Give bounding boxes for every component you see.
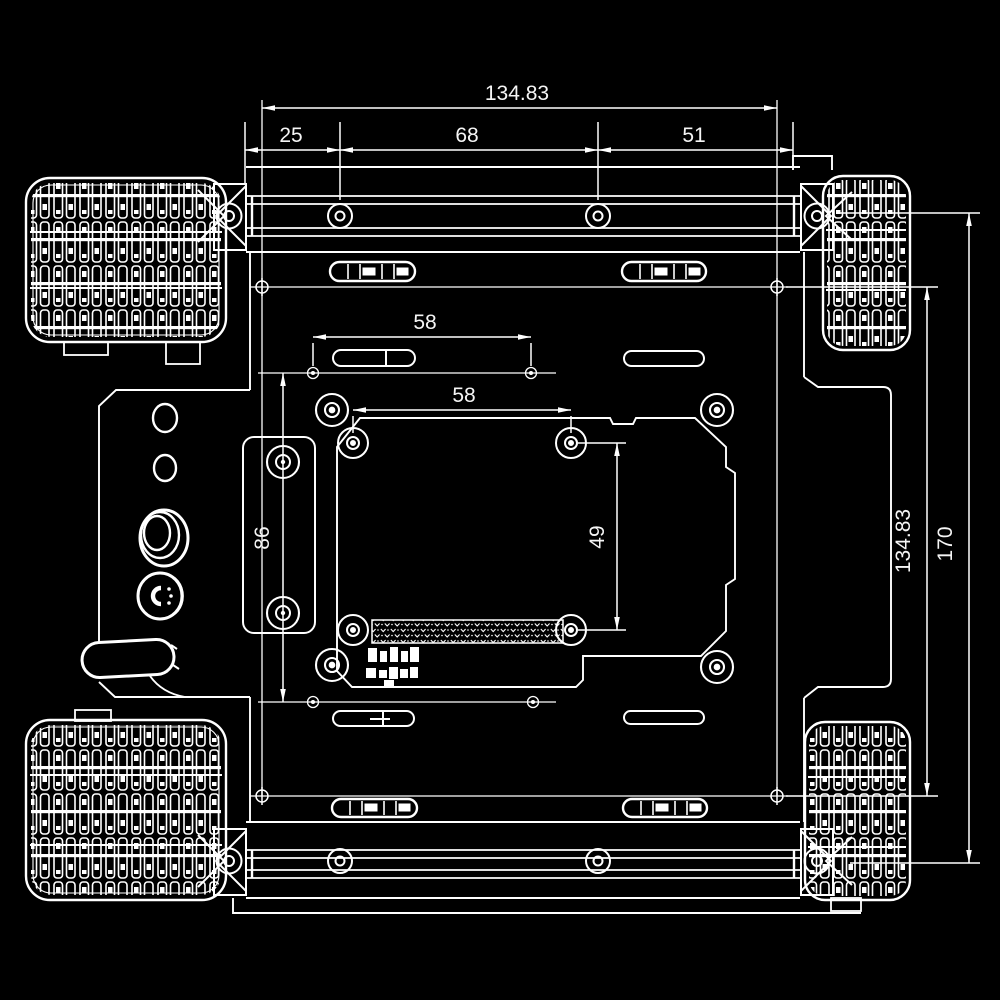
controller-plate-outline	[336, 417, 736, 688]
wing-hole-small-2	[152, 453, 178, 483]
dim-label-top-total: 134.83	[485, 82, 549, 105]
dimension-top-chain: 25 68 51	[244, 122, 794, 200]
lever-attach-line	[149, 675, 186, 698]
dimension-hole-span: 58	[352, 384, 572, 433]
rear-left-bracket	[213, 828, 247, 896]
track-top-right	[821, 174, 912, 352]
dimension-right-inner: 134.83	[786, 286, 938, 797]
rear-rail-screws	[327, 848, 611, 874]
knob-switch	[136, 571, 184, 621]
chassis-counterbore-holes	[314, 392, 735, 685]
dimension-right-overall: 170	[836, 212, 980, 864]
dim-label-hole-span: 58	[452, 384, 475, 407]
dim-label-right-overall: 170	[934, 526, 957, 561]
front-hatched-slots	[328, 260, 708, 283]
release-lever	[80, 638, 186, 698]
dimension-top-total: 134.83	[262, 82, 777, 111]
lower-screw-hole-row	[258, 695, 556, 709]
rear-right-bracket	[800, 828, 834, 896]
knob-c-mark	[150, 585, 162, 607]
sprocket-guide-tr	[824, 191, 853, 241]
left-side-wing	[80, 389, 316, 698]
controller-mount-plate	[336, 417, 736, 688]
rear-hatched-slots	[330, 797, 709, 819]
track-tab	[63, 341, 109, 356]
corner-screw-holes	[255, 278, 784, 805]
dim-label-top-seg2: 68	[455, 124, 478, 147]
chassis-plate	[246, 100, 805, 823]
dim-label-left-vertical: 86	[251, 526, 274, 549]
front-left-bracket	[213, 183, 247, 251]
lower-plain-slots	[332, 710, 705, 727]
right-side-wing	[803, 376, 892, 699]
upper-plain-slots	[332, 349, 705, 367]
dimension-left-vertical: 86	[251, 373, 286, 702]
controller-mount-holes	[337, 427, 587, 646]
dim-label-slot-span: 58	[413, 311, 436, 334]
left-wing-upper-outline	[98, 389, 250, 644]
track-tab	[165, 341, 201, 365]
gpio-header-strip	[371, 619, 564, 644]
front-rail	[246, 195, 800, 237]
front-rail-screws	[327, 203, 611, 229]
track-foot	[830, 897, 862, 912]
track-bottom-left	[24, 709, 228, 902]
dim-label-top-seg3: 51	[682, 124, 705, 147]
track-bottom-right	[803, 720, 912, 912]
left-wing-lower-outline	[98, 681, 250, 698]
right-wing-outline	[803, 376, 892, 699]
dimension-hole-height: 49	[578, 442, 626, 631]
dim-label-hole-height: 49	[586, 525, 609, 548]
rear-outer-edge	[232, 898, 861, 914]
dimension-slot-span: 58	[312, 311, 532, 366]
dim-label-top-seg1: 25	[279, 124, 302, 147]
sprocket-guide-br	[824, 836, 853, 886]
front-beam	[213, 155, 834, 251]
track-tab	[74, 709, 112, 722]
front-right-bracket	[800, 183, 834, 251]
track-top-left	[24, 176, 228, 365]
knob-rim	[166, 574, 184, 618]
upper-screw-hole-row	[258, 366, 556, 380]
bearing-ring	[138, 508, 190, 568]
dim-label-right-inner: 134.83	[892, 509, 915, 573]
wing-hole-small-1	[151, 402, 179, 434]
silkscreen-marks	[366, 647, 419, 688]
front-beam-step	[792, 155, 833, 170]
rear-beam	[213, 828, 861, 914]
